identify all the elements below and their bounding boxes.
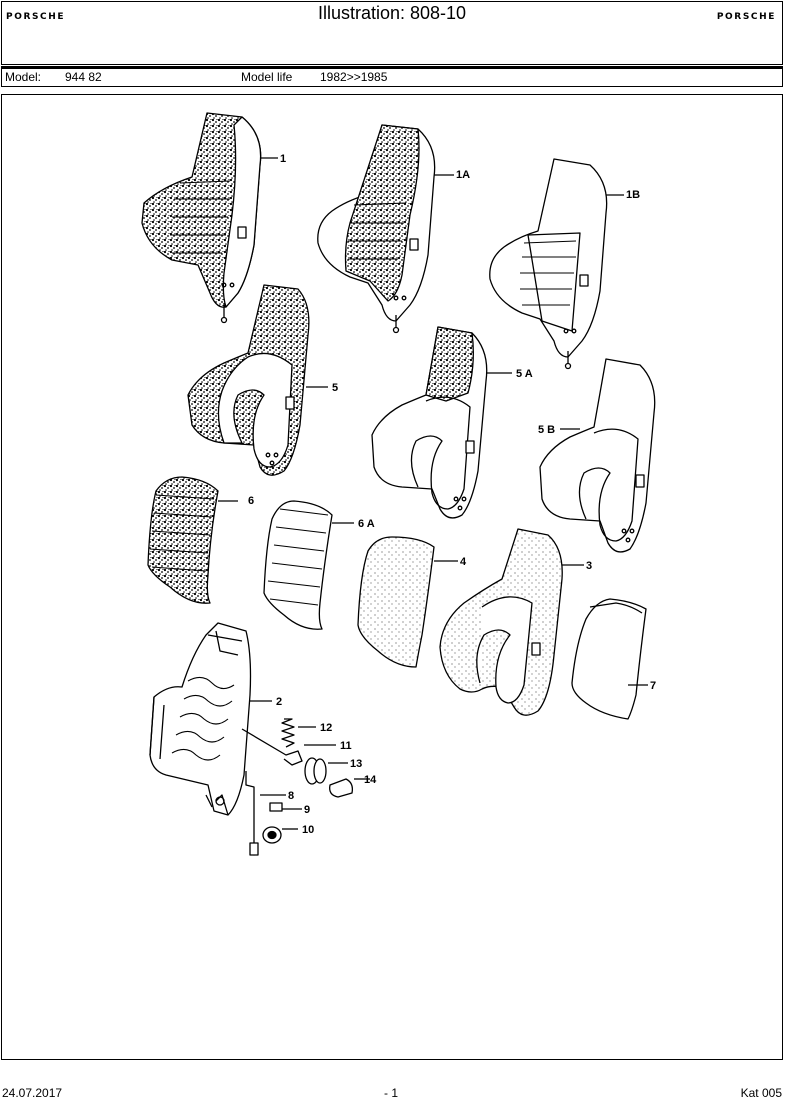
callout-3: 3 (586, 560, 592, 572)
callout-2: 2 (276, 696, 282, 708)
part-6-backrest-insert (147, 476, 238, 604)
illustration-frame: 1 1A 1B 5 5 A 5 B 6 6 A 4 3 7 2 12 11 13… (1, 94, 783, 1060)
callout-11: 11 (340, 740, 352, 752)
part-4-foam-pad (357, 536, 458, 668)
callout-9: 9 (304, 804, 310, 816)
part-9-clip (269, 802, 302, 812)
callout-labels: 1 1A 1B 5 5 A 5 B 6 6 A 4 3 7 2 12 11 13… (248, 153, 656, 836)
callout-12: 12 (320, 722, 332, 734)
callout-5b: 5 B (538, 424, 555, 436)
callout-10: 10 (302, 824, 314, 836)
callout-8: 8 (288, 790, 294, 802)
part-1a-backrest (317, 124, 454, 334)
footer-date: 24.07.2017 (2, 1086, 63, 1100)
part-5-backrest-shell (187, 284, 328, 476)
part-7-rear-panel (571, 598, 648, 720)
callout-4: 4 (460, 556, 467, 568)
porsche-logo-left: PORSCHE (6, 12, 66, 22)
model-life-label: Model life (241, 70, 293, 84)
part-5b-backrest-shell (539, 358, 656, 553)
callout-6: 6 (248, 495, 254, 507)
page-title: Illustration: 808-10 (317, 3, 467, 23)
footer-page: - 1 (384, 1086, 399, 1100)
part-1b-backrest (489, 158, 624, 370)
header-box: PORSCHE Illustration: 808-10 PORSCHE (1, 1, 783, 65)
part-3-foam-backrest (439, 528, 584, 716)
part-11-lever (241, 728, 336, 766)
part-6a-backrest-insert (263, 500, 354, 630)
callout-13: 13 (350, 758, 362, 770)
callout-1a: 1A (456, 169, 470, 181)
callout-14: 14 (364, 774, 377, 786)
parts-illustration: 1 1A 1B 5 5 A 5 B 6 6 A 4 3 7 2 12 11 13… (141, 112, 656, 856)
callout-7: 7 (650, 680, 656, 692)
part-10-grommet (262, 826, 298, 844)
model-label: Model: (5, 70, 42, 84)
model-life-value: 1982>>1985 (320, 70, 388, 84)
part-12-spring (281, 718, 316, 748)
part-2-seat-frame (149, 622, 272, 816)
porsche-logo-right: PORSCHE (716, 12, 776, 22)
callout-1b: 1B (626, 189, 640, 201)
part-8-cable (245, 771, 286, 856)
callout-1: 1 (280, 153, 286, 165)
footer-catalog: Kat 005 (740, 1086, 782, 1100)
callout-6a: 6 A (358, 518, 375, 530)
part-13-knob (304, 757, 348, 785)
part-5a-backrest-shell (371, 326, 512, 519)
part-1-backrest (141, 112, 278, 324)
callout-5: 5 (332, 382, 338, 394)
model-bar: Model: 944 82 Model life 1982>>1985 (1, 66, 783, 87)
callout-5a: 5 A (516, 368, 533, 380)
model-value: 944 82 (65, 70, 102, 84)
part-14-clip (329, 778, 370, 798)
